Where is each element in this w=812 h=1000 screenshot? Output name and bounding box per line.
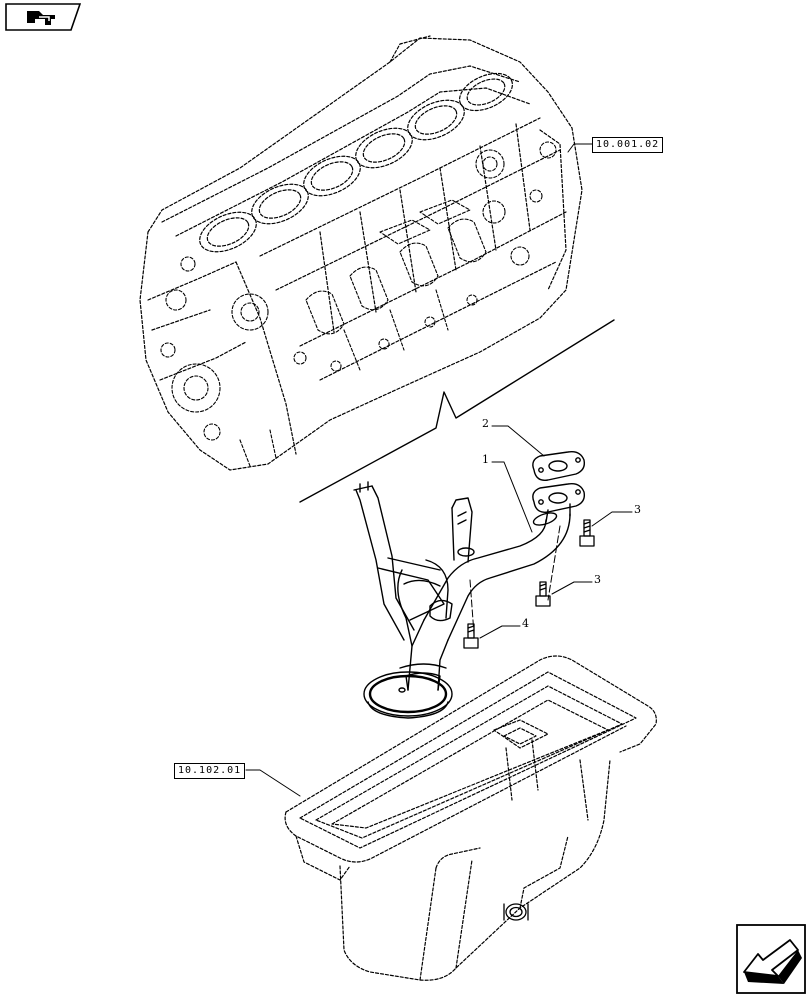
callout-item-4: 4: [522, 617, 529, 630]
previous-page-button[interactable]: [5, 3, 82, 31]
previous-page-icon: [5, 3, 82, 31]
reference-box-oil-sump[interactable]: 10.102.01: [174, 763, 246, 779]
leader-item-4: [479, 625, 521, 639]
bolt-axis-left: [469, 579, 475, 635]
leader-item-3-middle: [551, 581, 593, 595]
screw-item-3-upper: [579, 519, 595, 547]
leader-item-1: [491, 461, 533, 533]
leader-item-3-upper: [591, 511, 633, 527]
section-break-line: [299, 319, 615, 503]
callout-item-2: 2: [482, 417, 489, 430]
next-page-button[interactable]: [736, 924, 806, 994]
engine-block-outline: [139, 35, 583, 471]
callout-item-3-upper: 3: [634, 503, 641, 516]
next-page-arrow-icon: [736, 924, 806, 994]
screw-item-3-middle: [535, 581, 551, 607]
gasket-part: [532, 450, 586, 481]
leader-ref-block: [567, 143, 593, 153]
leader-item-2: [491, 425, 545, 457]
drain-plug: [503, 903, 529, 921]
oil-sump-outline: [284, 655, 657, 981]
oil-suction-pipe: [353, 481, 586, 719]
leader-ref-sump: [245, 769, 301, 797]
bolt-axis-right: [547, 525, 561, 601]
block-details: [160, 141, 557, 467]
callout-item-3-middle: 3: [594, 573, 601, 586]
cylinder-bores: [199, 72, 513, 253]
callout-item-1: 1: [482, 453, 489, 466]
reference-box-engine-block[interactable]: 10.001.02: [592, 137, 664, 153]
screw-item-4: [463, 623, 479, 649]
